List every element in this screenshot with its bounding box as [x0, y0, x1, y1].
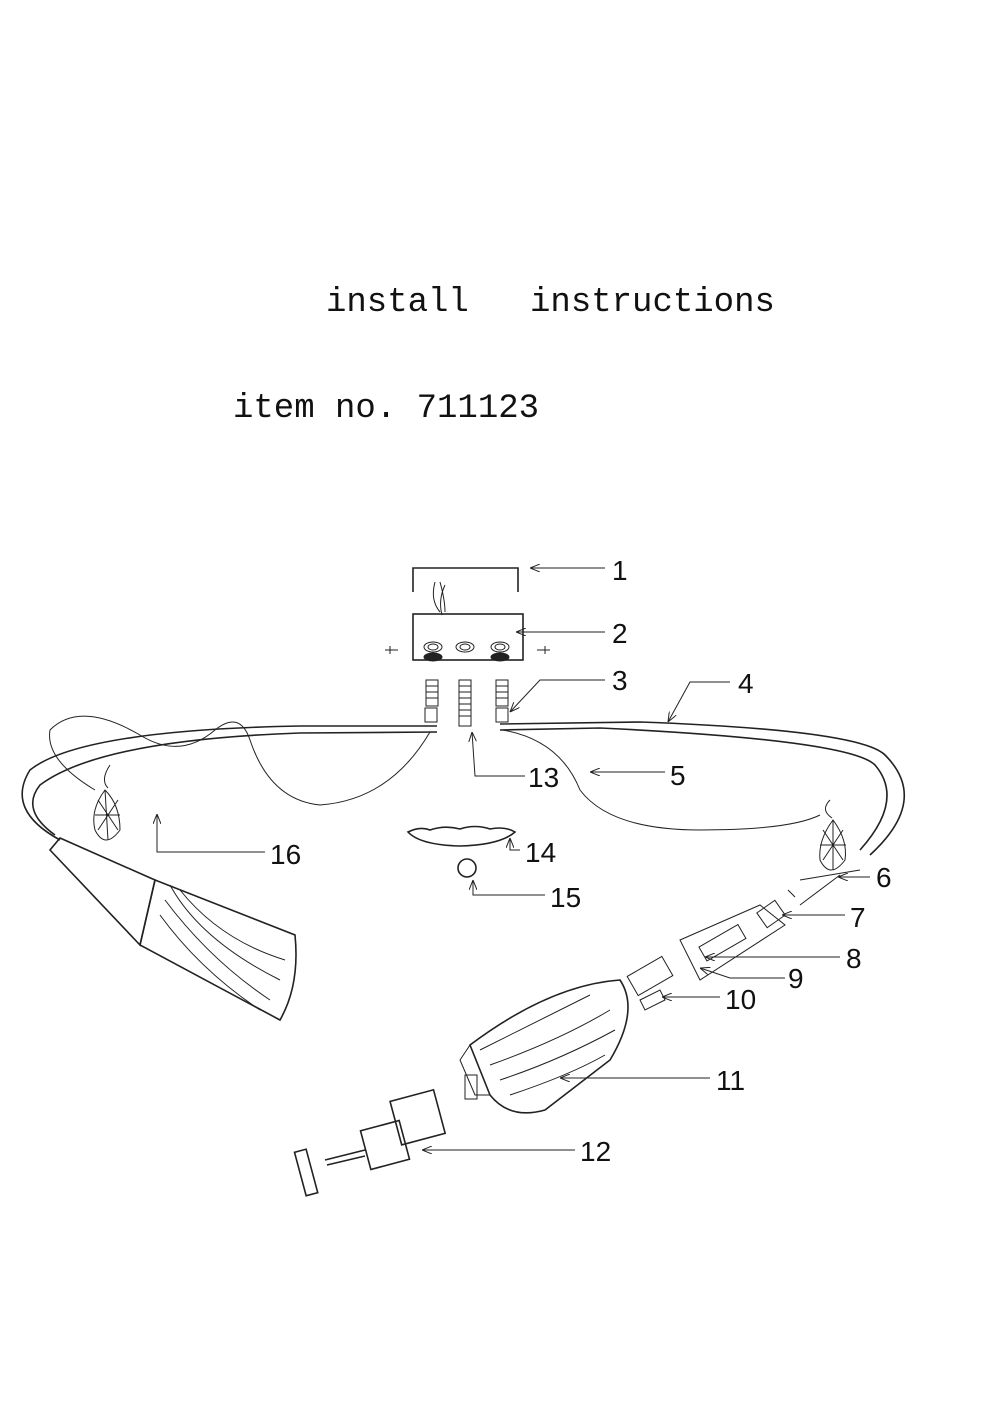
wires — [432, 581, 446, 616]
callout-10: 10 — [725, 984, 756, 1015]
callout-4: 4 — [738, 668, 754, 699]
arm-left-inner — [31, 731, 438, 836]
finial-ball — [457, 858, 477, 878]
crystal-left — [93, 764, 121, 841]
ring-nut — [464, 1074, 478, 1100]
leader-lines — [157, 568, 870, 1150]
callout-12: 12 — [580, 1136, 611, 1167]
callout-11: 11 — [716, 1065, 745, 1096]
page-title: install instructions — [326, 284, 775, 322]
callout-14: 14 — [525, 837, 556, 868]
callout-15: 15 — [550, 882, 581, 913]
bulb-holder — [293, 1088, 447, 1197]
side-screws — [385, 646, 550, 654]
arm-right-inner — [499, 727, 888, 851]
glass-shade — [459, 979, 629, 1114]
mounting-bracket — [412, 567, 519, 592]
crystal-right — [819, 799, 846, 871]
canopy-plate — [412, 613, 524, 661]
threaded-rods — [424, 679, 509, 727]
callout-6: 6 — [876, 862, 892, 893]
callout-9: 9 — [788, 963, 804, 994]
arm-right — [499, 721, 906, 856]
callout-3: 3 — [612, 665, 628, 696]
arm-left — [21, 725, 437, 841]
callout-8: 8 — [846, 943, 862, 974]
callout-2: 2 — [612, 618, 628, 649]
callout-5: 5 — [670, 760, 686, 791]
decorative-wire-right — [502, 729, 821, 831]
screw-holes — [423, 641, 510, 662]
callout-16: 16 — [270, 839, 301, 870]
callout-13: 13 — [528, 762, 559, 793]
item-number: item no. 711123 — [233, 390, 540, 428]
callout-1: 1 — [612, 555, 628, 586]
decorative-cup — [406, 825, 517, 847]
decorative-wire-left — [49, 715, 431, 806]
left-shade — [48, 837, 297, 1022]
callout-7: 7 — [850, 902, 866, 933]
